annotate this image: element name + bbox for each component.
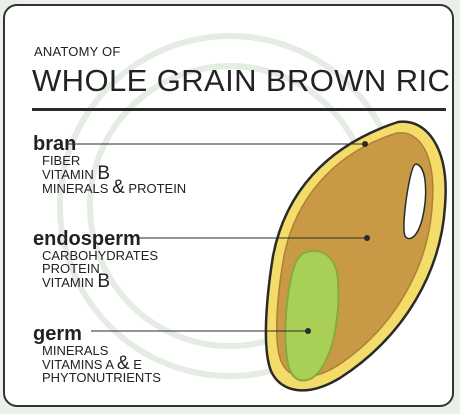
germ-leader-dot [305,328,311,334]
rice-grain-illustration [5,6,454,407]
bran-leader-dot [362,141,368,147]
endosperm-leader-dot [364,235,370,241]
diagram-card: ANATOMY OF WHOLE GRAIN BROWN RICE bran F… [3,4,454,407]
